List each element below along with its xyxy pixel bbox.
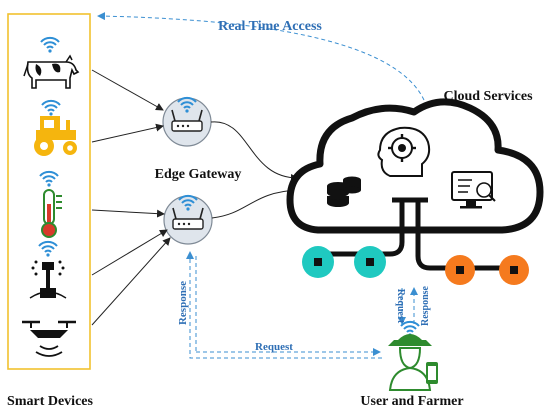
gateway-to-cloud-arrows [210,121,299,219]
response-label-left: Response [177,281,189,325]
cow-icon [23,54,80,89]
teal-node [354,246,386,278]
thermometer-device [39,170,62,238]
tractor-device [34,99,77,156]
sprinkler-icon [29,260,67,299]
orange-node [445,255,475,285]
wifi-icon [40,36,60,54]
smart-devices-label: Smart Devices [7,394,93,409]
real-time-access-arrow [97,12,425,101]
router-icon [172,207,204,230]
tractor-icon [34,116,77,156]
real-time-access-label: Real Time Access [218,19,322,34]
database-icon [327,176,361,207]
request-label-bottom: Request [255,341,293,353]
drone-device [22,320,76,357]
cloud-bus [302,197,529,285]
device-to-gateway-arrows [91,69,171,326]
cow-device [23,36,80,89]
teal-node [302,246,334,278]
wifi-icon [38,240,58,258]
request-label-right: Request [395,289,406,324]
ai-head-gear-icon [377,126,431,177]
analytics-monitor-icon [451,171,496,209]
edge-gateway-bottom [163,194,213,245]
thermometer-icon [41,189,62,238]
smart-devices-box [7,13,91,370]
user-and-farmer-label: User and Farmer [360,394,463,409]
wifi-icon [41,99,61,117]
sprinkler-device [29,240,67,299]
farmer-icon [388,320,438,391]
wifi-icon [39,170,59,188]
router-icon [171,109,203,132]
drone-icon [22,320,76,357]
edge-gateway-label: Edge Gateway [155,167,242,182]
cloud-services-label: Cloud Services [443,89,533,104]
orange-node [499,255,529,285]
edge-gateway-top [162,96,212,147]
request-response-arrows [186,251,418,359]
response-label-right: Response [420,285,431,326]
